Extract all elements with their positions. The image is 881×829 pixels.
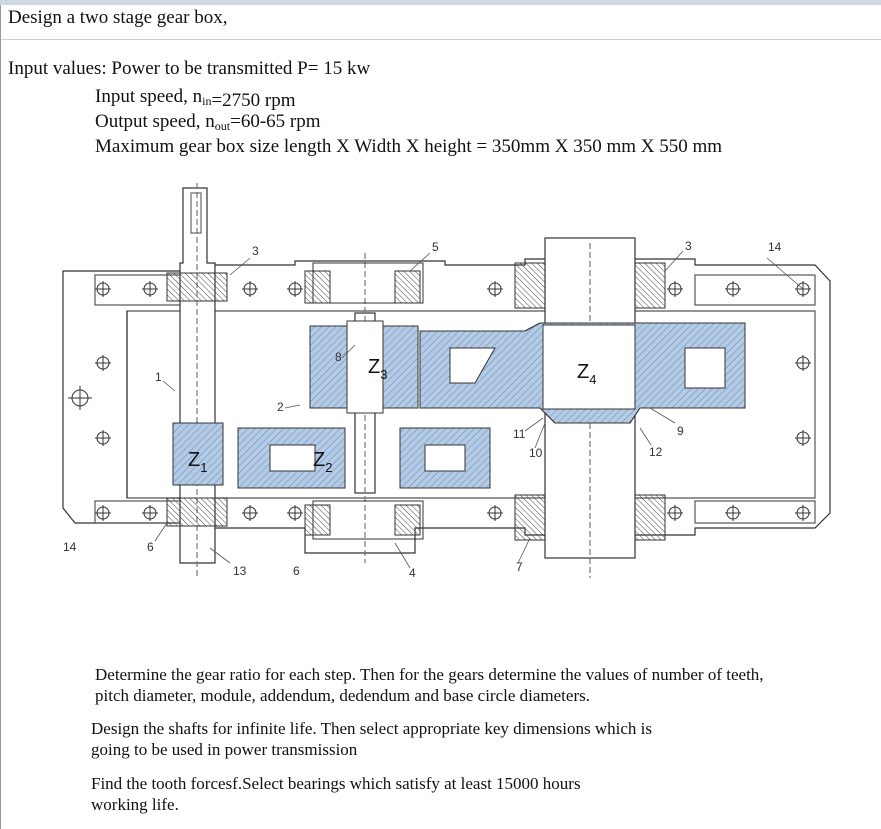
power-line: Input values: Power to be transmitted P=…: [8, 58, 371, 79]
part-number: 2: [277, 400, 284, 414]
output-speed-sub: out: [214, 119, 231, 133]
label-z1: Z1: [188, 449, 207, 475]
bearing-mid-top: [304, 270, 331, 304]
part-number: 8: [335, 350, 342, 364]
input-speed-value: =2750 rpm: [211, 90, 296, 111]
task-line: going to be used in power transmission: [91, 740, 358, 759]
input-speed-prefix: Input speed, n: [95, 86, 203, 107]
part-number: 5: [432, 240, 439, 254]
bolt-symbol: [795, 505, 811, 521]
bolt-symbol: [242, 505, 258, 521]
problem-title: Design a two stage gear box,: [8, 7, 228, 28]
part-number: 12: [649, 445, 663, 459]
task-shafts: Design the shafts for infinite life. The…: [91, 718, 652, 760]
bearing-out-bottom: [514, 494, 546, 541]
part-number: 9: [677, 424, 684, 438]
task-line: Find the tooth forcesf.Select bearings w…: [91, 774, 581, 793]
housing-outline: [62, 258, 831, 554]
part-number: 13: [233, 564, 247, 578]
label-z3: Z3: [368, 356, 387, 382]
gearbox-drawing: Z1 Z2 Z3 Z4 3 5 3 14 1 8 2 11 10 9 12 14…: [62, 183, 831, 580]
input-speed-line: Input speed, nin=2750 rpm: [95, 86, 296, 111]
input-speed-sub: in: [202, 94, 212, 108]
bolt-symbol: [725, 281, 741, 297]
part-number: 3: [685, 239, 692, 253]
bolt-symbol: [95, 281, 111, 297]
bolt-symbol: [142, 505, 158, 521]
part-number: 14: [63, 540, 77, 554]
task-line: Design the shafts for infinite life. The…: [91, 719, 653, 738]
title-divider: [1, 39, 881, 40]
part-number: 6: [147, 540, 154, 554]
label-z2: Z2: [313, 449, 332, 475]
part-number: 6: [293, 564, 300, 578]
output-speed-value: =60-65 rpm: [230, 111, 321, 132]
page-left-border: [0, 5, 1, 829]
bolt-symbol: [242, 281, 258, 297]
bolt-symbol: [725, 505, 741, 521]
bearing-out-top-left: [514, 262, 546, 309]
window-top-bar: [0, 0, 881, 5]
task-bearings: Find the tooth forcesf.Select bearings w…: [91, 773, 581, 815]
task-gear-ratio: Determine the gear ratio for each step. …: [95, 664, 764, 706]
part-number: 1: [155, 370, 162, 384]
bolt-symbol: [487, 505, 503, 521]
bolt-symbol: [795, 430, 811, 446]
bolt-symbol: [487, 281, 503, 297]
task-line: pitch diameter, module, addendum, dedend…: [95, 686, 590, 705]
task-line: Determine the gear ratio for each step. …: [95, 665, 764, 684]
output-speed-line: Output speed, nout=60-65 rpm: [95, 111, 321, 133]
bearing-input-bottom: [166, 497, 228, 527]
bolt-symbol: [287, 281, 303, 297]
bolt-symbol: [667, 505, 683, 521]
bolt-symbol: [95, 355, 111, 371]
bolt-symbol: [68, 386, 92, 410]
size-line: Maximum gear box size length X Width X h…: [95, 136, 723, 157]
part-number: 10: [529, 446, 543, 460]
output-speed-prefix: Output speed, n: [95, 111, 215, 132]
part-number: 7: [516, 560, 523, 574]
part-number: 11: [513, 427, 526, 441]
bolt-symbol: [95, 505, 111, 521]
bolt-symbol: [287, 505, 303, 521]
part-number: 14: [768, 240, 782, 254]
task-line: working life.: [91, 795, 179, 814]
bolt-symbol: [142, 281, 158, 297]
bearing-mid-bottom: [304, 504, 331, 536]
label-z4: Z4: [577, 361, 596, 387]
bolt-symbol: [95, 430, 111, 446]
bolt-symbol: [667, 281, 683, 297]
part-number: 4: [409, 566, 416, 580]
bolt-symbol: [795, 355, 811, 371]
bearing-input-top: [166, 272, 228, 302]
part-number: 3: [252, 244, 259, 258]
